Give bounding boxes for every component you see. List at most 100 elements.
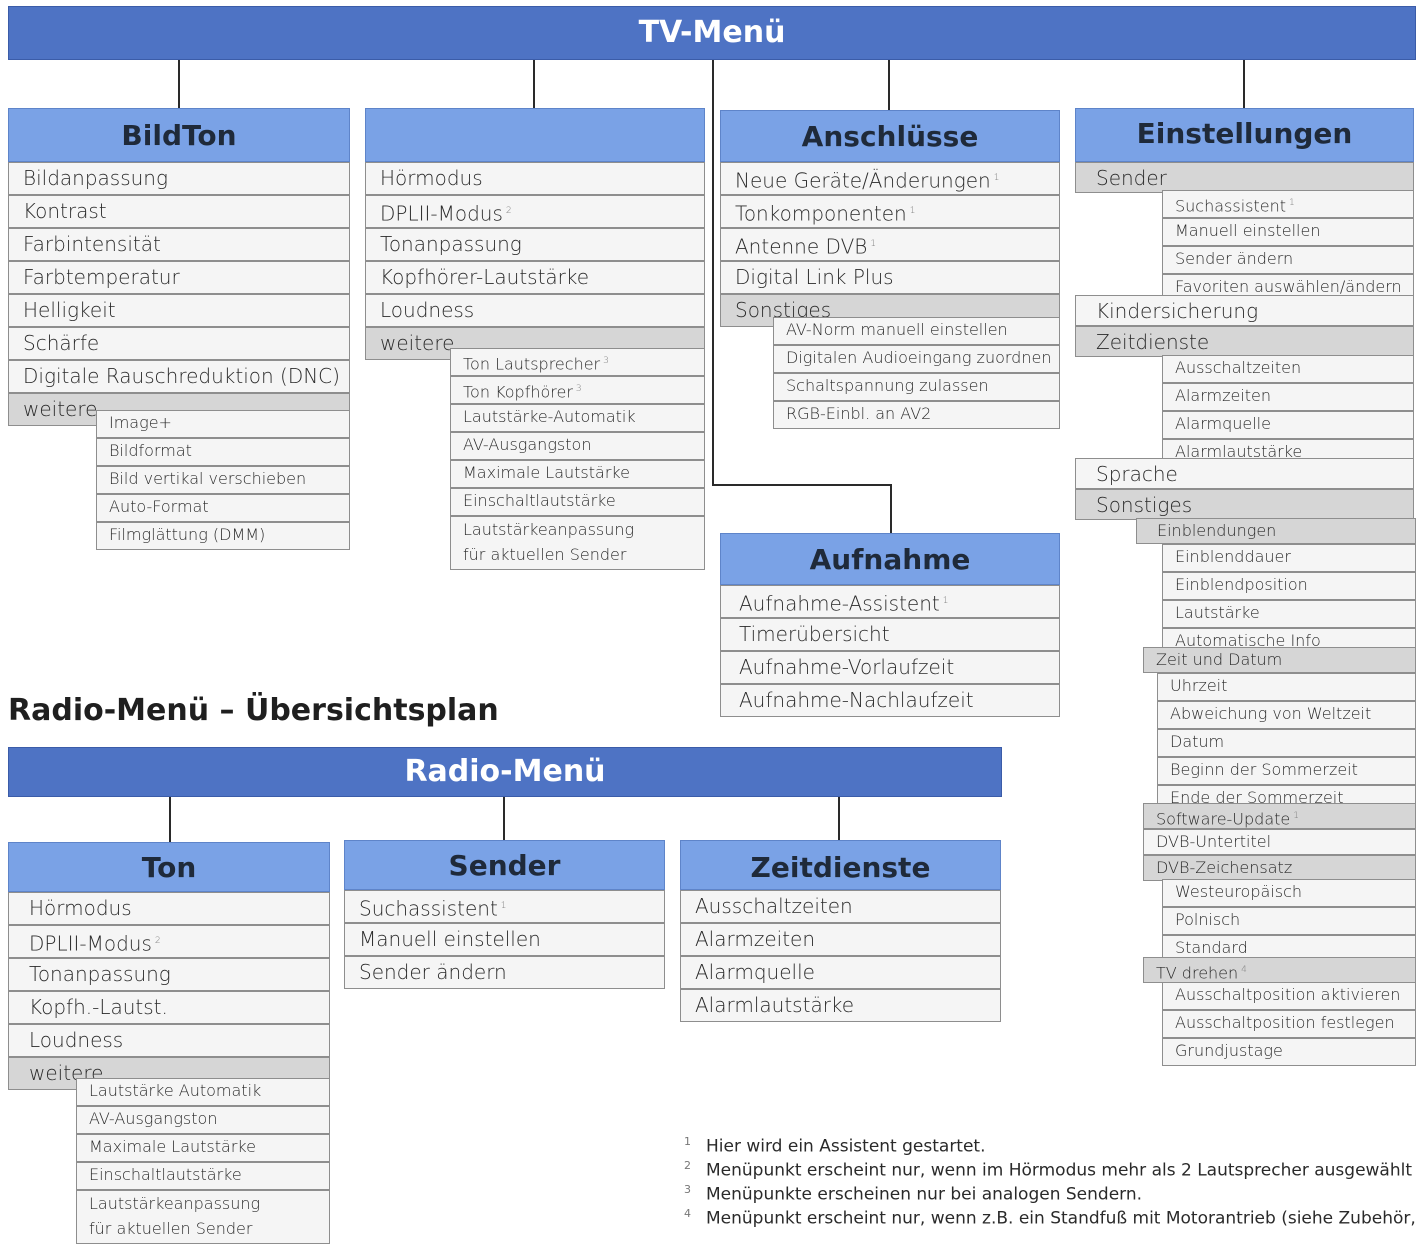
menu-item-dnc[interactable]: Digitale Rauschreduktion (DNC) (8, 360, 350, 393)
submenu-item-lautstaerkeanpassung[interactable]: Lautstärkeanpassung für aktuellen Sender (450, 516, 705, 570)
submenu-item[interactable]: Bild vertikal verschieben (96, 466, 350, 494)
submenu-label: für aktuellen Sender (463, 545, 627, 564)
submenu-item[interactable]: Manuell einstellen (1162, 218, 1414, 246)
einstellungen-header: Einstellungen (1075, 108, 1414, 162)
menu-item-tonanpassung[interactable]: Tonanpassung (365, 228, 705, 261)
menu-item-schaerfe[interactable]: Schärfe (8, 327, 350, 360)
submenu-item[interactable]: Digitalen Audioeingang zuordnen (773, 345, 1060, 373)
menu-item-label: Tonkomponenten (735, 201, 907, 226)
menu-item-label: Tonanpassung (380, 232, 522, 256)
submenu-item[interactable]: Maximale Lautstärke (450, 460, 705, 488)
menu-item-zeitdienste[interactable]: Zeitdienste (1075, 326, 1414, 357)
menu-item-aufnahme-nachlaufzeit[interactable]: Aufnahme-Nachlaufzeit (720, 684, 1060, 717)
submenu-item[interactable]: AV-Ausgangston (450, 432, 705, 460)
menu-item-kindersicherung[interactable]: Kindersicherung (1075, 295, 1414, 326)
menu-item-digital-link-plus[interactable]: Digital Link Plus (720, 261, 1060, 294)
submenu-item[interactable]: Bildformat (96, 438, 350, 466)
submenu-item[interactable]: Lautstärke-Automatik (450, 404, 705, 432)
menu-item-timeruebersicht[interactable]: Timerübersicht (720, 618, 1060, 651)
menu-item-kopfh-lautst[interactable]: Kopfh.-Lautst. (8, 991, 330, 1024)
submenu-item[interactable]: Sender ändern (1162, 246, 1414, 274)
submenu-item[interactable]: AV-Ausgangston (76, 1106, 330, 1134)
submenu-item[interactable]: Einschaltlautstärke (76, 1162, 330, 1190)
submenu-item[interactable]: Alarmzeiten (1162, 383, 1414, 411)
menu-item-tonanpassung[interactable]: Tonanpassung (8, 958, 330, 991)
submenu-item[interactable]: Abweichung von Weltzeit (1157, 701, 1416, 729)
submenu-item[interactable]: Auto-Format (96, 494, 350, 522)
menu-item-dvb-untertitel[interactable]: DVB-Untertitel (1143, 829, 1416, 855)
submenu-item[interactable]: Image+ (96, 410, 350, 438)
submenu-item[interactable]: Einschaltlautstärke (450, 488, 705, 516)
menu-item-hoermodus[interactable]: Hörmodus (365, 162, 705, 195)
menu-item-sprache[interactable]: Sprache (1075, 458, 1414, 489)
submenu-item-lautstaerkeanpassung[interactable]: Lautstärkeanpassung für aktuellen Sender (76, 1190, 330, 1244)
menu-item-helligkeit[interactable]: Helligkeit (8, 294, 350, 327)
menu-item-alarmzeiten[interactable]: Alarmzeiten (680, 923, 1001, 956)
submenu-item[interactable]: Polnisch (1162, 907, 1416, 935)
connector (712, 484, 892, 486)
menu-item-sender[interactable]: Sender (1075, 162, 1414, 193)
submenu-item[interactable]: Einblenddauer (1162, 544, 1416, 572)
submenu-item[interactable]: Filmglättung (DMM) (96, 522, 350, 550)
menu-item-hoermodus[interactable]: Hörmodus (8, 892, 330, 925)
submenu-item[interactable]: AV-Norm manuell einstellen (773, 317, 1060, 345)
submenu-item[interactable]: Einblendposition (1162, 572, 1416, 600)
submenu-item[interactable]: RGB-Einbl. an AV2 (773, 401, 1060, 429)
submenu-item[interactable]: Beginn der Sommerzeit (1157, 757, 1416, 785)
menu-item-alarmlautstaerke[interactable]: Alarmlautstärke (680, 989, 1001, 1022)
radio-zeitdienste-menu: Ausschaltzeiten Alarmzeiten Alarmquelle … (680, 890, 1001, 1022)
radio-sender-header: Sender (344, 840, 665, 890)
menu-item-einblendungen[interactable]: Einblendungen (1136, 518, 1416, 544)
submenu-item[interactable]: Schaltspannung zulassen (773, 373, 1060, 401)
connector (888, 60, 890, 110)
menu-item-alarmquelle[interactable]: Alarmquelle (680, 956, 1001, 989)
menu-item-kopfhoerer-lautstaerke[interactable]: Kopfhörer-Lautstärke (365, 261, 705, 294)
menu-item-loudness[interactable]: Loudness (365, 294, 705, 327)
footnote-marker: 1 (993, 173, 1000, 183)
menu-item-label: TV drehen (1156, 963, 1239, 983)
submenu-item[interactable]: Uhrzeit (1157, 673, 1416, 701)
submenu-item[interactable]: Lautstärke (1162, 600, 1416, 628)
submenu-item[interactable]: Grundjustage (1162, 1038, 1416, 1066)
menu-item-sonstiges[interactable]: Sonstiges (1075, 489, 1414, 520)
menu-item-sender-aendern[interactable]: Sender ändern (344, 956, 665, 989)
menu-item-zeit-und-datum[interactable]: Zeit und Datum (1143, 647, 1416, 673)
submenu-item[interactable]: Ausschaltposition aktivieren (1162, 982, 1416, 1010)
menu-item-farbtemperatur[interactable]: Farbtemperatur (8, 261, 350, 294)
menu-item-manuell-einstellen[interactable]: Manuell einstellen (344, 923, 665, 956)
connector (890, 484, 892, 534)
menu-item-dvb-zeichensatz[interactable]: DVB-Zeichensatz (1143, 855, 1416, 881)
submenu-item[interactable]: Lautstärke Automatik (76, 1078, 330, 1106)
tv-drehen-submenu: Ausschaltposition aktivieren Ausschaltpo… (1162, 982, 1416, 1066)
submenu-item[interactable]: Maximale Lautstärke (76, 1134, 330, 1162)
menu-item-aufnahme-vorlaufzeit[interactable]: Aufnahme-Vorlaufzeit (720, 651, 1060, 684)
footnote-marker: 3 (684, 1183, 691, 1196)
menu-item-loudness[interactable]: Loudness (8, 1024, 330, 1057)
submenu-item[interactable]: Ausschaltzeiten (1162, 355, 1414, 383)
menu-item-farbintensitaet[interactable]: Farbintensität (8, 228, 350, 261)
submenu-item[interactable]: Ausschaltposition festlegen (1162, 1010, 1416, 1038)
menu-item-ausschaltzeiten[interactable]: Ausschaltzeiten (680, 890, 1001, 923)
menu-item-kontrast[interactable]: Kontrast (8, 195, 350, 228)
submenu-item[interactable]: Westeuropäisch (1162, 879, 1416, 907)
submenu-label: Sender ändern (1175, 249, 1294, 268)
submenu-item[interactable]: Alarmquelle (1162, 411, 1414, 439)
radio-menu-bar: Radio-Menü (8, 747, 1002, 797)
menu-item-bildanpassung[interactable]: Bildanpassung (8, 162, 350, 195)
submenu-item[interactable]: Datum (1157, 729, 1416, 757)
